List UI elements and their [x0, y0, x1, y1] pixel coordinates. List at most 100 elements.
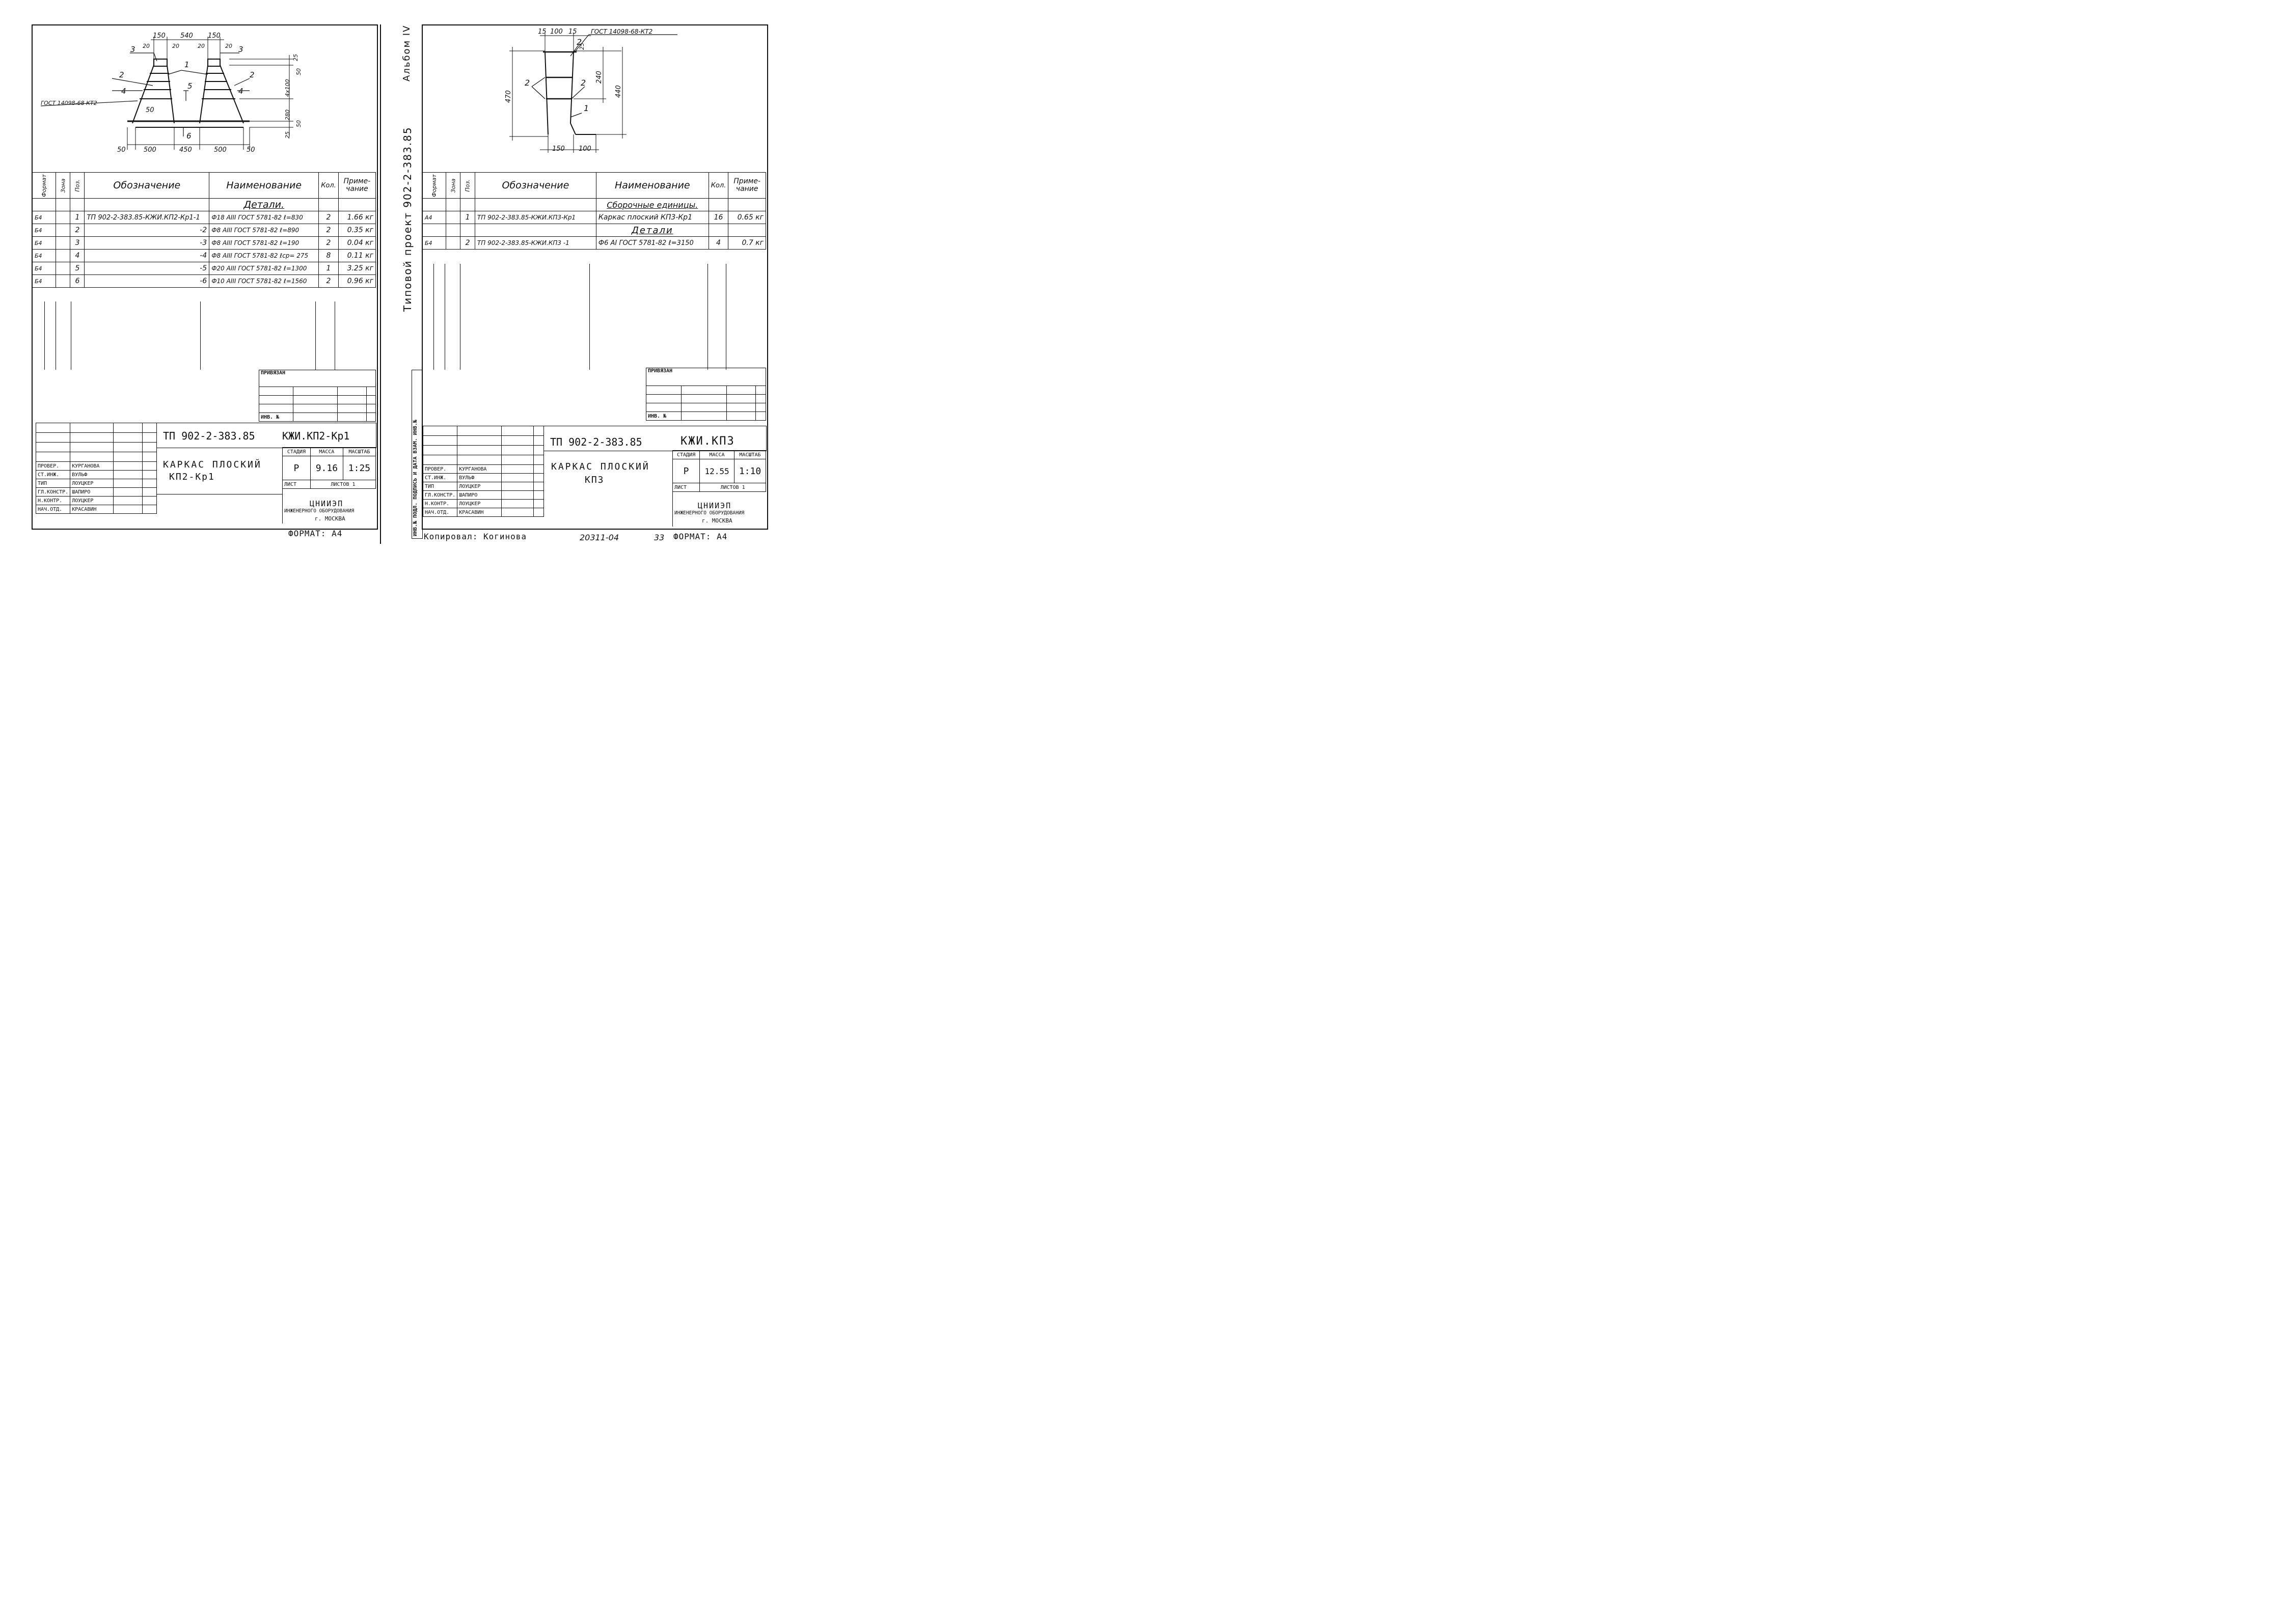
table-row: Б4 5 -5 Ф20 АIII ГОСТ 5781-82 ℓ=1300 1 3… — [32, 262, 376, 275]
role-checked: ПРОВЕР. — [422, 464, 458, 474]
mass-value: 9.16 — [310, 456, 343, 480]
table-section-row: Детали. — [32, 198, 376, 211]
dim-right-4x100: 4x100 — [284, 79, 291, 97]
role-dept-head: НАЧ.ОТД. — [422, 508, 458, 517]
spine-project-title: Типовой проект 902-2-383.85 — [401, 126, 414, 312]
sheet-label: ЛИСТ — [282, 480, 311, 489]
dim-20-a: 20 — [143, 43, 150, 49]
scale-value: 1:10 — [733, 459, 767, 483]
org-city: г. МОСКВА — [315, 515, 345, 522]
sheets-count: ЛИСТОВ 1 — [310, 480, 376, 489]
cell-designation: ТП 902-2-383.85-КЖИ.КП3 -1 — [474, 236, 596, 250]
header-qty: Кол. — [708, 172, 729, 199]
dim-25: 25 — [579, 43, 585, 50]
role-dept-head: НАЧ.ОТД. — [35, 505, 71, 514]
org-subname: ИНЖЕНЕРНОГО ОБОРУДОВАНИЯ — [674, 510, 745, 516]
table-row: Б4 2 ТП 902-2-383.85-КЖИ.КП3 -1 Ф6 АI ГО… — [422, 236, 766, 250]
signer-name: ВУЛЬФ — [70, 470, 114, 479]
cell-format: Б4 — [32, 236, 56, 250]
dim-right-50-top: 50 — [295, 68, 302, 75]
cell-name: Ф8 АIII ГОСТ 5781-82 ℓср= 275 — [209, 249, 319, 262]
inv-no-label: ИНВ. № — [646, 411, 682, 421]
cell-name: Ф6 АI ГОСТ 5781-82 ℓ=3150 — [595, 236, 709, 250]
callout-4-right: 4 — [238, 87, 243, 96]
sheet-label: ЛИСТ — [672, 483, 700, 492]
role-senior-eng: СТ.ИНЖ. — [422, 473, 458, 482]
signer-name: ШАПИРО — [70, 487, 114, 497]
stage-value: Р — [672, 459, 700, 483]
callout-1: 1 — [184, 60, 189, 69]
dim-right-50-bottom: 50 — [295, 120, 302, 127]
cell-note: 0.04 кг — [338, 236, 376, 250]
org-name: ЦНИИЭП — [310, 499, 344, 508]
callout-5: 5 — [187, 81, 193, 91]
signer-name: ЛОУЦКЕР — [70, 479, 114, 488]
cell-note: 0.96 кг — [338, 274, 376, 288]
cell-designation: ТП 902-2-383.85-КЖИ.КП2-Кр1-1 — [84, 211, 210, 224]
dim-15-right: 15 — [568, 28, 577, 36]
header-zone: Зона — [55, 172, 71, 199]
order-number: 20311-04 — [580, 533, 619, 542]
table-row: А4 1 ТП 902-2-383.85-КЖИ.КП3-Кр1 Каркас … — [422, 211, 766, 224]
spine-divider-left — [380, 24, 381, 544]
dim-bottom-450: 450 — [179, 146, 192, 154]
cell-format: Б4 — [32, 262, 56, 275]
cell-name: Ф18 АIII ГОСТ 5781-82 ℓ=830 — [209, 211, 319, 224]
cell-note: 0.11 кг — [338, 249, 376, 262]
format-label: ФОРМАТ: А4 — [288, 529, 343, 538]
cell-name: Ф10 АIII ГОСТ 5781-82 ℓ=1560 — [209, 274, 319, 288]
gost-label-left: ГОСТ 14098-68 КТ2 — [41, 100, 97, 106]
right-drawing-kp3: 15 100 15 ГОСТ 14098-68-КТ2 25 1 2 2 2 1… — [505, 28, 677, 153]
cell-format: Б4 — [32, 211, 56, 224]
dim-100-bottom: 100 — [579, 145, 591, 153]
signer-name: КУРГАНОВА — [70, 461, 114, 471]
stage-value: Р — [282, 456, 311, 480]
stage-header: СТАДИЯ — [672, 450, 700, 459]
callout-3-left: 3 — [130, 45, 135, 54]
signature — [113, 505, 143, 514]
cell-qty: 8 — [318, 249, 339, 262]
header-note: Приме- чание — [728, 172, 766, 199]
dim-bottom-500-right: 500 — [214, 146, 227, 154]
header-name: Наименование — [595, 172, 709, 199]
dim-right-25-top: 25 — [292, 54, 299, 61]
signer-name: ЛОУЦКЕР — [457, 482, 502, 491]
table-row: Б4 2 -2 Ф8 АIII ГОСТ 5781-82 ℓ=890 2 0.3… — [32, 224, 376, 237]
drawing-code: КЖИ.КП2-Кр1 — [282, 430, 350, 442]
spine-stamp-labels: ИНВ.№ ПОДЛ. ПОДПИСЬ И ДАТА ВЗАМ. ИНВ.№ — [413, 420, 418, 536]
signature — [501, 473, 534, 482]
header-designation: Обозначение — [474, 172, 596, 199]
signer-name: КУРГАНОВА — [457, 464, 502, 474]
scale-header: МАСШТАБ — [342, 447, 376, 456]
signature — [501, 490, 534, 500]
dim-20-d: 20 — [225, 43, 232, 49]
cell-designation: -4 — [84, 249, 210, 262]
dim-bottom-50-right: 50 — [247, 146, 255, 154]
sheets-count: ЛИСТОВ 1 — [699, 483, 766, 492]
callout-2-top: 2 — [577, 37, 582, 47]
stage-mass-scale: СТАДИЯ МАССА МАСШТАБ Р 12.55 1:10 ЛИСТ Л… — [672, 450, 767, 492]
role-type: ТИП — [35, 479, 71, 488]
cell-designation: -2 — [84, 224, 210, 237]
cell-pos: 2 — [70, 224, 85, 237]
cell-qty: 2 — [318, 236, 339, 250]
signature — [113, 470, 143, 479]
drawing-title-line1: КАРКАС ПЛОСКИЙ — [551, 461, 650, 472]
scale-header: МАСШТАБ — [733, 450, 767, 459]
dim-100: 100 — [550, 28, 563, 36]
cell-pos: 4 — [70, 249, 85, 262]
cell-format: Б4 — [32, 274, 56, 288]
table-row: Б4 1 ТП 902-2-383.85-КЖИ.КП2-Кр1-1 Ф18 А… — [32, 211, 376, 224]
signer-name: ЛОУЦКЕР — [457, 499, 502, 508]
cell-designation: -6 — [84, 274, 210, 288]
header-note: Приме- чание — [338, 172, 376, 199]
mass-header: МАССА — [310, 447, 343, 456]
cell-qty: 1 — [318, 262, 339, 275]
drawing-title-line1: КАРКАС ПЛОСКИЙ — [163, 459, 262, 470]
cell-pos: 3 — [70, 236, 85, 250]
cell-note: 0.7 кг — [728, 236, 766, 250]
header-qty: Кол. — [318, 172, 339, 199]
cell-pos: 2 — [460, 236, 475, 250]
